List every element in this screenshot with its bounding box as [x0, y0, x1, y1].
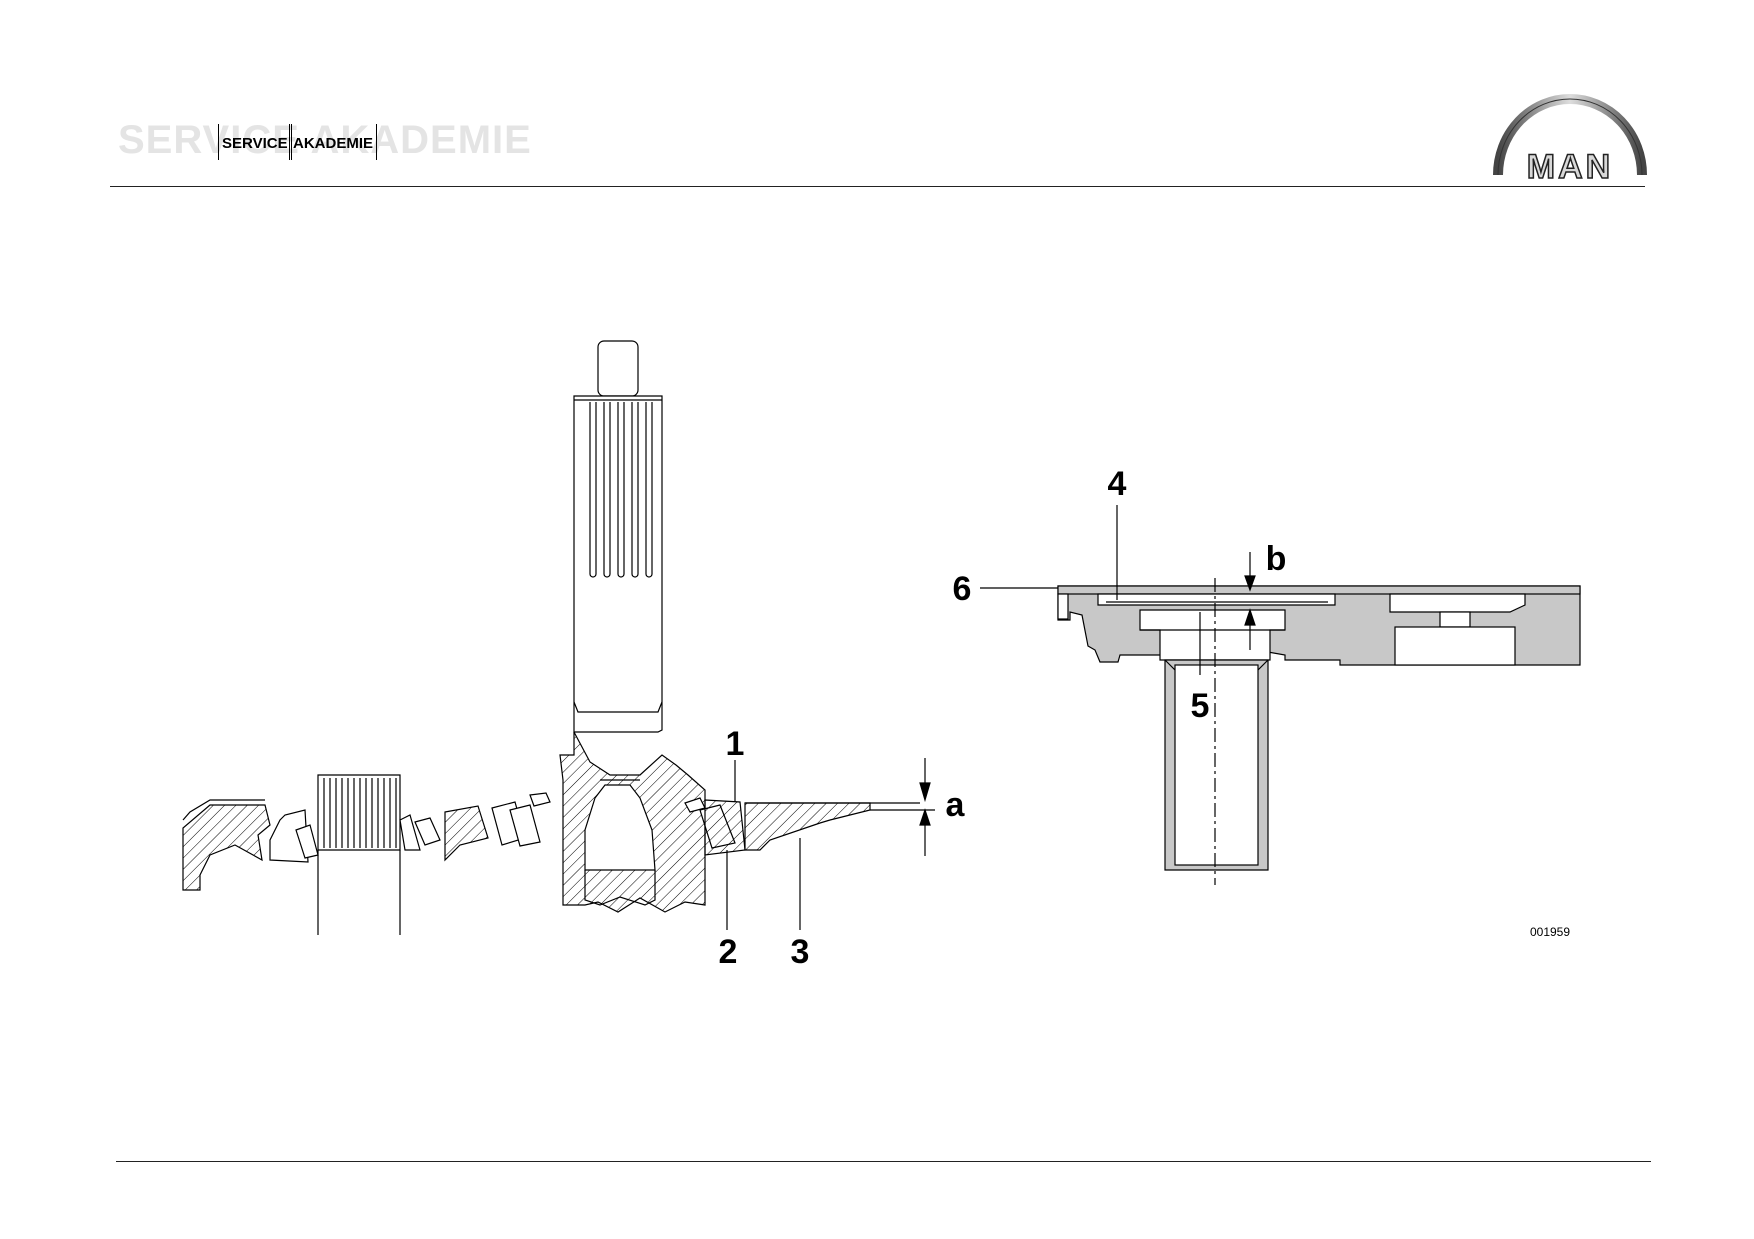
dimension-b	[1244, 552, 1256, 650]
man-logo-text: MAN	[1527, 148, 1613, 186]
callout-b: b	[1266, 540, 1287, 578]
right-assembly	[1057, 578, 1581, 885]
callout-a: a	[946, 786, 966, 824]
callout-4: 4	[1108, 465, 1127, 503]
leader-lines-right	[980, 505, 1201, 675]
footer-rule	[116, 1161, 1651, 1162]
callout-6: 6	[953, 570, 972, 608]
header-label-service: SERVICE	[218, 124, 292, 160]
leader-lines-left	[726, 760, 801, 930]
callout-2: 2	[719, 933, 738, 971]
callout-3: 3	[791, 933, 810, 971]
callout-5: 5	[1191, 687, 1210, 725]
man-logo: MAN	[1493, 94, 1647, 187]
left-assembly	[182, 340, 920, 935]
dimension-a	[870, 758, 935, 856]
header-watermark: SERVICE AKADEMIE	[118, 118, 532, 162]
header-label-akademie: AKADEMIE	[289, 124, 378, 160]
callout-1: 1	[726, 725, 745, 763]
figure-number: 001959	[1530, 925, 1570, 939]
header-rule	[110, 186, 1645, 187]
